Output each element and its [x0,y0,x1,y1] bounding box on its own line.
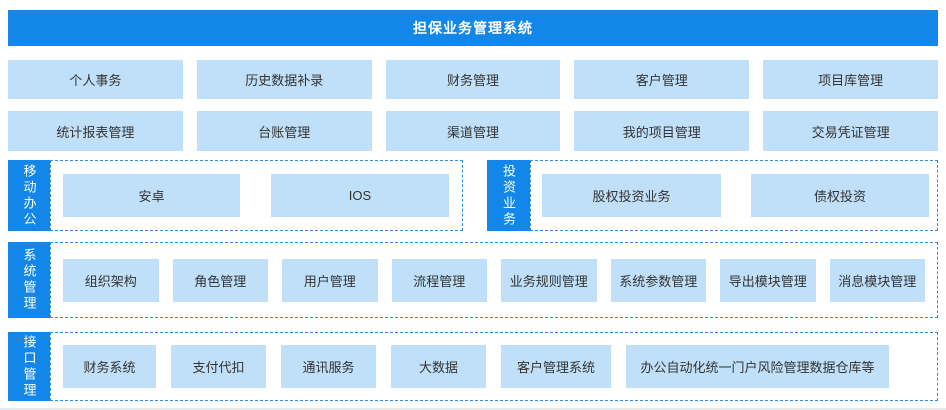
section-label-text: 接口管理 [21,334,37,399]
module-tile-oa-portal-risk-warehouse[interactable]: 办公自动化统一门户风险管理数据仓库等 [626,345,889,388]
module-tile-transaction-voucher[interactable]: 交易凭证管理 [763,111,938,151]
module-tile-personal-affairs[interactable]: 个人事务 [8,60,183,99]
module-tile-org-structure[interactable]: 组织架构 [63,258,159,302]
module-tile-statistics-reports[interactable]: 统计报表管理 [8,111,183,151]
section-group-investment-business: 股权投资业务 债权投资 [530,160,938,231]
module-tile-ios[interactable]: IOS [271,174,449,217]
section-label-text: 投资业务 [501,163,516,228]
module-tile-big-data[interactable]: 大数据 [391,345,486,388]
section-row-system-management: 系统管理 组织架构 角色管理 用户管理 流程管理 业务规则管理 系统参数管理 导… [8,242,938,318]
module-tile-channel-management[interactable]: 渠道管理 [385,111,561,151]
module-tile-finance-management[interactable]: 财务管理 [385,60,561,99]
module-tile-workflow-management[interactable]: 流程管理 [391,258,487,302]
module-tile-history-data-entry[interactable]: 历史数据补录 [196,60,372,99]
module-tile-project-library[interactable]: 项目库管理 [763,60,938,99]
section-row-interface-management: 接口管理 财务系统 支付代扣 通讯服务 大数据 客户管理系统 办公自动化统一门户… [8,332,938,401]
module-tile-role-management[interactable]: 角色管理 [172,258,268,302]
system-title-banner: 担保业务管理系统 [8,10,938,46]
module-tile-my-projects[interactable]: 我的项目管理 [574,111,750,151]
module-tile-equity-investment[interactable]: 股权投资业务 [542,174,721,217]
module-row-1: 个人事务 历史数据补录 财务管理 客户管理 项目库管理 [8,60,938,99]
section-group-mobile-office: 安卓 IOS [50,160,463,231]
module-row-2: 统计报表管理 台账管理 渠道管理 我的项目管理 交易凭证管理 [8,111,938,151]
module-tile-debt-investment[interactable]: 债权投资 [751,174,929,217]
module-tile-ledger-management[interactable]: 台账管理 [196,111,372,151]
module-tile-export-module[interactable]: 导出模块管理 [720,258,816,302]
section-label-text: 系统管理 [21,248,37,312]
section-label-interface-management: 接口管理 [8,332,50,401]
section-label-system-management: 系统管理 [8,242,50,318]
section-label-text: 移动办公 [21,163,37,228]
module-tile-customer-management[interactable]: 客户管理 [574,60,750,99]
section-label-mobile-office: 移动办公 [8,160,50,231]
section-group-interface-management: 财务系统 支付代扣 通讯服务 大数据 客户管理系统 办公自动化统一门户风险管理数… [50,332,938,401]
section-group-system-management: 组织架构 角色管理 用户管理 流程管理 业务规则管理 系统参数管理 导出模块管理… [50,242,938,318]
module-tile-communication-service[interactable]: 通讯服务 [281,345,376,388]
module-tile-message-module[interactable]: 消息模块管理 [829,258,925,302]
module-tile-business-rules[interactable]: 业务规则管理 [501,258,597,302]
module-tile-crm-system[interactable]: 客户管理系统 [501,345,611,388]
section-row-mobile-and-investment: 移动办公 安卓 IOS 投资业务 股权投资业务 债权投资 [8,160,938,231]
module-tile-payment-withholding[interactable]: 支付代扣 [171,345,266,388]
module-tile-finance-system[interactable]: 财务系统 [63,345,156,388]
module-tile-android[interactable]: 安卓 [63,174,240,217]
module-tile-user-management[interactable]: 用户管理 [282,258,378,302]
module-tile-system-parameters[interactable]: 系统参数管理 [610,258,706,302]
section-label-investment-business: 投资业务 [487,160,530,231]
